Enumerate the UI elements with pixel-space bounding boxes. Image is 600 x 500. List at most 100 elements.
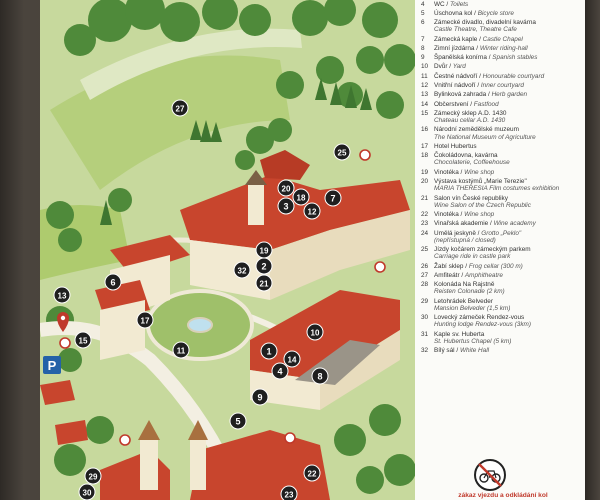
map-marker: 25 [333,143,351,161]
legend-number: 10 [421,63,429,71]
map-marker: 15 [74,331,92,349]
legend-czech: Zimní jízdárna / [434,44,480,52]
map-marker: 21 [255,274,273,292]
legend-number: 21 [421,194,429,202]
legend-czech: Čestné nádvoří / [434,72,483,80]
map-marker: 9 [251,388,269,406]
legend-english: Herb garden [491,91,528,99]
map-marker-label: 21 [260,279,269,288]
map-marker-label: 11 [177,346,186,355]
legend-text: Vnitřní nádvoří / Inner courtyard [434,82,581,89]
map-marker-label: 30 [83,488,92,497]
legend-text: Občerstvení / Fastfood [434,101,581,108]
legend-czech: Amfiteátr / [434,271,465,279]
legend-text: WC / Toilets [434,1,581,8]
legend-english: Castle Chapel [482,35,523,43]
legend-number: 17 [421,142,429,150]
location-pin-icon [57,312,69,332]
legend-number: 16 [421,126,429,134]
map-marker-label: 20 [282,184,291,193]
legend-item: 17 Hotel Hubertus [421,142,581,151]
legend-number: 24 [421,229,429,237]
map-marker-label: 2 [261,261,266,271]
legend-english-line2: Reisten Colonade (2 km) [434,288,505,296]
legend-number: 28 [421,281,429,289]
legend-english: Toilets [449,0,469,8]
legend-text: Hotel Hubertus [434,143,581,150]
legend-english: Frog cellar (300 m) [468,262,523,270]
legend-english: White Hall [459,347,490,355]
map-marker: 2 [255,257,273,275]
legend-english-line2: Wine Salon of the Czech Republic [434,201,531,209]
map-marker-label: 22 [308,469,317,478]
legend-text: Úschovna kol / Bicycle store [434,10,581,17]
legend-czech: Vinotéka / [434,211,465,219]
legend-english: Grotto „Peklo" [481,229,522,237]
legend-czech: Čokoládovna, kavárna [434,152,498,160]
map-marker-label: 8 [317,371,322,381]
legend-czech: Bílý sál / [434,347,460,355]
legend-english: Bicycle store [477,9,514,17]
legend-item: 32 Bílý sál / White Hall [421,347,581,356]
legend-number: 18 [421,152,429,160]
map-marker: 18 [292,188,310,206]
map-marker-label: 6 [110,277,115,287]
legend-number: 19 [421,168,429,176]
legend-english: Spanish stables [492,54,538,62]
legend-number: 20 [421,178,429,186]
legend-text: Žabí sklep / Frog cellar (300 m) [434,263,581,270]
map-marker-label: 29 [89,472,98,481]
legend-english: Honourable courtyard [482,72,545,80]
map-marker-label: 1 [266,346,271,356]
legend-text: Zámecká kaple / Castle Chapel [434,36,581,43]
map-marker: 14 [283,350,301,368]
legend-english-line2: Hunting lodge Rendez-vous (3km) [434,321,531,329]
legend-text: Amfiteátr / Amphitheatre [434,272,581,279]
map-marker: 22 [303,464,321,482]
legend-number: 32 [421,347,429,355]
map-marker: 32 [233,261,251,279]
legend-czech: Bylinková zahrada / [434,91,492,99]
legend-english-line2: Castle Theatre, Theatre Cafe [434,26,517,34]
legend-number: 22 [421,211,429,219]
legend-number: 30 [421,314,429,322]
sign-post [585,0,600,500]
legend-czech: WC / [434,0,450,8]
map-marker-label: 14 [288,355,297,364]
legend-english-line2: (nepřístupná / closed) [434,236,496,244]
legend-english: Fastfood [473,100,499,108]
legend-czech: Zámecké divadlo, divadelní kavárna [434,19,536,27]
map-marker-label: 25 [338,148,347,157]
legend-text: Čestné nádvoří / Honourable courtyard [434,73,581,80]
map-marker: 7 [324,189,342,207]
legend-czech: Dvůr / [434,63,453,71]
legend-english-line2: Carriage ride in castle park [434,253,511,261]
map-marker-label: 5 [235,416,240,426]
legend-text: Dvůr / Yard [434,63,581,70]
map-marker: 20 [277,179,295,197]
legend-czech: Vinařská akademie / [434,220,494,228]
legend-text: Vinotéka / Wine shop [434,169,581,176]
legend-english: Inner courtyard [480,82,524,90]
legend-czech: Kolonáda Na Rajstně [434,281,495,289]
legend-czech: Umělá jeskyně / [434,229,482,237]
legend-czech: Salon vín České republiky [434,194,508,202]
map-marker: 10 [306,323,324,341]
legend-english: Wine academy [493,220,536,228]
legend-text: Bylinková zahrada / Herb garden [434,91,581,98]
legend-number: 11 [421,72,428,80]
